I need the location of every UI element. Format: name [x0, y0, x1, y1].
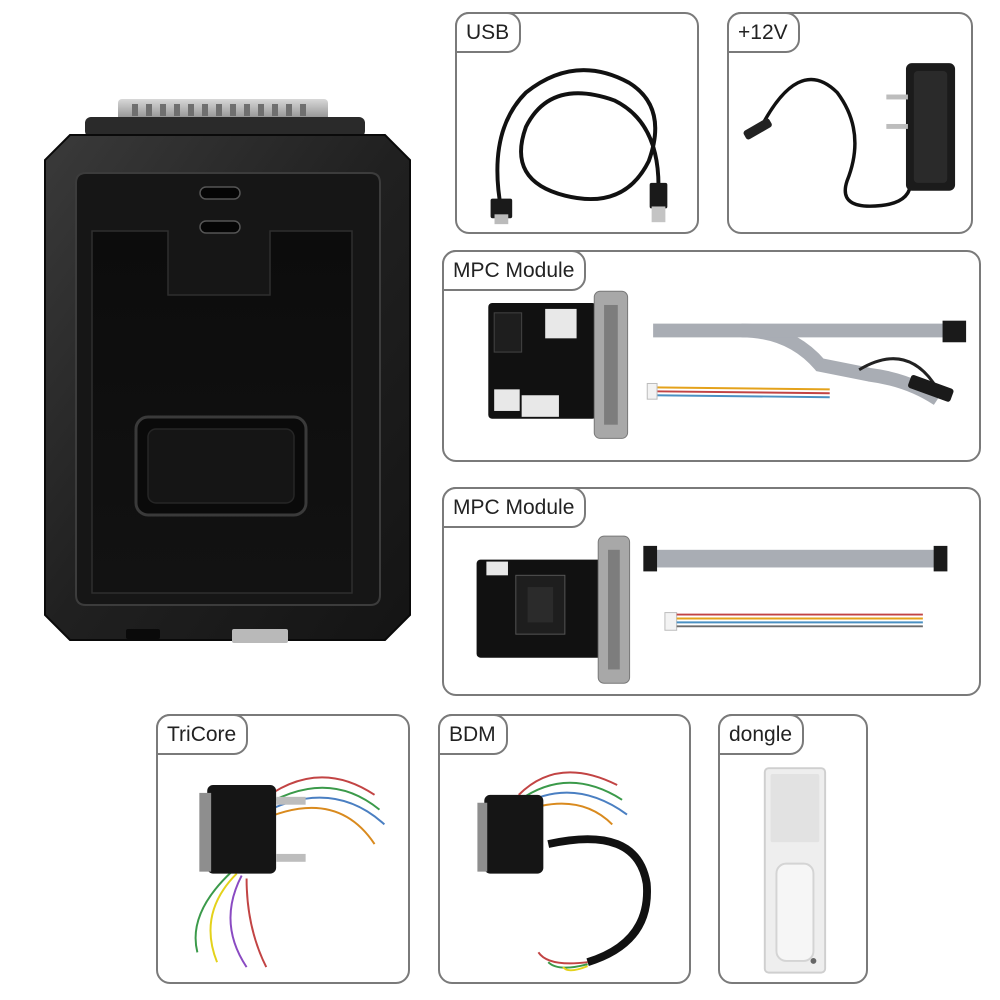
power-adapter-image: [743, 63, 956, 208]
bdm-label: BDM: [438, 714, 508, 755]
dongle-label: dongle: [718, 714, 805, 755]
mpc-module-label-1: MPC Module: [442, 250, 587, 291]
usb-label: USB: [455, 12, 522, 53]
tricore-label: TriCore: [156, 714, 249, 755]
power-adapter-panel: +12V: [727, 12, 973, 234]
dongle-image: [763, 767, 827, 974]
mpc-module-image-1: [488, 290, 967, 439]
tricore-cable-image: [194, 776, 386, 968]
bdm-cable-panel: BDM: [438, 714, 691, 984]
mpc-module-image-2: [476, 535, 948, 684]
mpc-module-label-2: MPC Module: [442, 487, 587, 528]
tricore-cable-panel: TriCore: [156, 714, 410, 984]
usb-cable-panel: USB: [455, 12, 699, 234]
power-label: +12V: [727, 12, 800, 53]
mpc-module-panel-1: MPC Module: [442, 250, 981, 462]
programmer-device-image: [44, 99, 411, 643]
mpc-module-panel-2: MPC Module: [442, 487, 981, 696]
dongle-panel: dongle: [718, 714, 868, 984]
usb-cable-image: [490, 68, 668, 225]
bdm-cable-image: [477, 771, 651, 972]
